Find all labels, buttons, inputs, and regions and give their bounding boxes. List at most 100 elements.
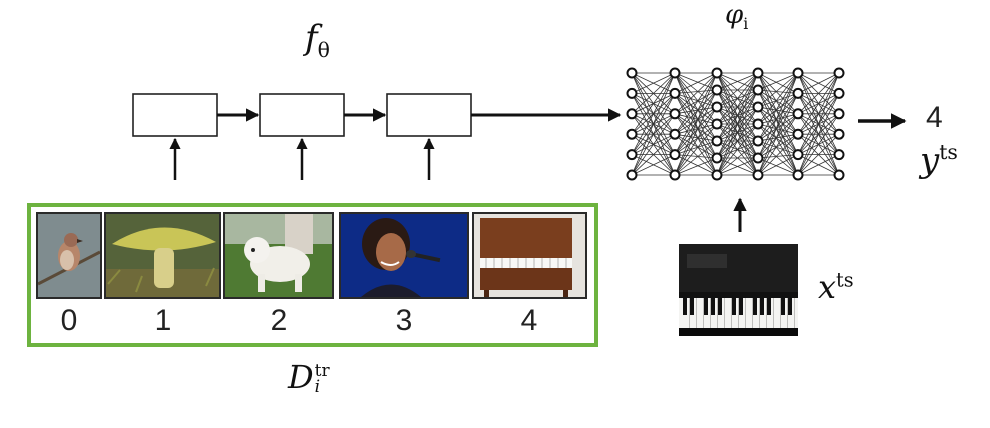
- nn-edge: [797, 72, 840, 135]
- nn-edge: [716, 72, 759, 108]
- rnn-cell-2: [259, 93, 345, 137]
- support-label-3: 3: [395, 304, 413, 337]
- nn-edge: [674, 106, 718, 155]
- nn-edge: [757, 113, 799, 159]
- nn-edge: [757, 133, 799, 159]
- nn-edge: [757, 106, 799, 115]
- nn-node: [669, 128, 681, 140]
- nn-edge: [757, 93, 799, 125]
- nn-edge: [631, 72, 676, 115]
- nn-node: [833, 87, 845, 99]
- nn-edge: [674, 106, 718, 115]
- test-output-label: yts: [920, 140, 958, 181]
- nn-node: [752, 152, 764, 164]
- test-input-label: xts: [818, 268, 854, 306]
- nn-edge: [757, 113, 799, 142]
- adapted-params-label: φi: [725, 0, 749, 34]
- nn-edge: [797, 72, 840, 155]
- nn-edge: [674, 157, 718, 176]
- nn-edge: [674, 123, 718, 135]
- nn-edge: [757, 89, 799, 155]
- nn-edge: [757, 93, 799, 108]
- nn-edge: [631, 113, 676, 176]
- nn-node: [792, 67, 804, 79]
- nn-node: [711, 169, 723, 181]
- nn-node: [792, 87, 804, 99]
- nn-edge: [757, 106, 799, 135]
- nn-edge: [716, 89, 759, 176]
- nn-edge: [716, 72, 759, 91]
- nn-edge: [757, 113, 799, 125]
- nn-edge: [674, 140, 718, 155]
- nn-edge: [757, 89, 799, 135]
- nn-edge: [674, 113, 718, 159]
- nn-edge: [797, 133, 840, 176]
- nn-edge: [631, 72, 676, 94]
- nn-edge: [757, 89, 799, 176]
- nn-node: [626, 87, 638, 99]
- nn-edge: [716, 140, 759, 176]
- nn-edge: [674, 72, 718, 142]
- nn-node: [626, 149, 638, 161]
- nn-edge: [674, 89, 718, 135]
- nn-edge: [674, 123, 718, 155]
- nn-edge: [674, 72, 718, 135]
- nn-node: [669, 169, 681, 181]
- nn-node: [711, 118, 723, 130]
- nn-edge: [757, 72, 799, 176]
- nn-edge: [797, 72, 840, 115]
- nn-edge: [631, 93, 676, 176]
- nn-edge: [716, 123, 759, 176]
- dog-image: [223, 212, 334, 299]
- nn-node: [833, 67, 845, 79]
- bird-image: [36, 212, 102, 299]
- nn-node: [752, 118, 764, 130]
- support-label-1: 1: [154, 304, 172, 337]
- nn-node: [752, 135, 764, 147]
- nn-edge: [674, 72, 718, 155]
- nn-edge: [631, 72, 676, 155]
- nn-edge: [674, 89, 718, 176]
- nn-node: [792, 128, 804, 140]
- nn-node: [792, 108, 804, 120]
- nn-edge: [674, 89, 718, 115]
- nn-edge: [716, 157, 759, 176]
- nn-edge: [674, 72, 718, 94]
- nn-node: [669, 149, 681, 161]
- nn-edge: [716, 106, 759, 176]
- nn-node: [833, 149, 845, 161]
- nn-edge: [757, 93, 799, 176]
- prediction-value: 4: [926, 101, 943, 134]
- nn-edge: [757, 113, 799, 176]
- piano-image: [472, 212, 587, 299]
- nn-node: [752, 169, 764, 181]
- neural-network: [626, 67, 845, 181]
- support-label-0: 0: [60, 304, 78, 337]
- nn-node: [833, 128, 845, 140]
- nn-edge: [674, 113, 718, 142]
- nn-edge: [716, 72, 759, 125]
- nn-edge: [797, 154, 840, 176]
- nn-node: [669, 67, 681, 79]
- nn-edge: [674, 140, 718, 176]
- nn-edge: [716, 72, 759, 159]
- nn-node: [792, 149, 804, 161]
- nn-node: [669, 108, 681, 120]
- nn-node: [752, 101, 764, 113]
- rnn-cell-1: [132, 93, 218, 137]
- nn-node: [711, 67, 723, 79]
- test-piano-image: [679, 244, 798, 336]
- nn-edge: [757, 72, 799, 125]
- nn-node: [752, 84, 764, 96]
- support-label-4: 4: [520, 304, 538, 337]
- nn-edge: [674, 133, 718, 159]
- nn-edge: [674, 154, 718, 159]
- nn-edge: [757, 72, 799, 108]
- nn-edge: [631, 72, 676, 135]
- nn-edge: [631, 154, 676, 176]
- nn-edge: [674, 89, 718, 155]
- nn-edge: [757, 93, 799, 159]
- nn-edge: [674, 93, 718, 159]
- nn-edge: [757, 106, 799, 176]
